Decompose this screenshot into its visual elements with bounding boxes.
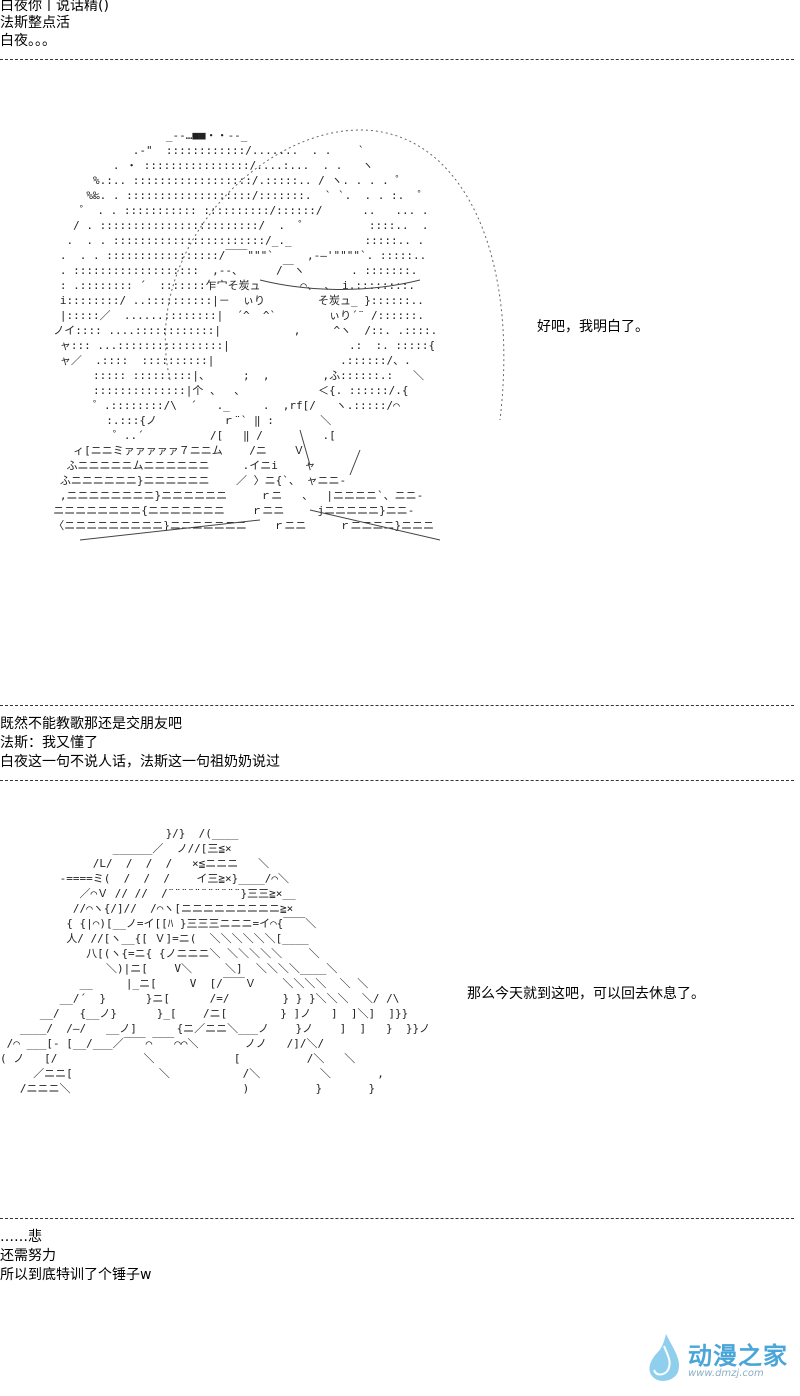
text-line-6: 白夜这一句不说人话，法斯这一句祖奶奶说过 <box>0 754 280 770</box>
dashed-divider <box>0 780 794 781</box>
site-watermark: 动漫之家 www.dmzj.com <box>640 1328 790 1388</box>
text-line-4: 既然不能教歌那还是交朋友吧 <box>0 716 182 732</box>
dashed-divider <box>0 1218 794 1219</box>
ascii-art-panel-portrait: _--…■■・・--_ .‐" ::::::::::::/....... . .… <box>0 120 540 645</box>
text-line-9: 所以到底特训了个锤子w <box>0 1267 152 1283</box>
droplet-logo-icon <box>649 1334 680 1381</box>
ascii-art-panel-figure: }/} /(____ ______／ ノ//[三≦× /L/ / / / ×≦ニ… <box>0 826 460 1176</box>
watermark-url: www.dmzj.com <box>688 1368 764 1379</box>
ascii-art-portrait: _--…■■・・--_ .‐" ::::::::::::/....... . .… <box>53 129 438 532</box>
dialog-bubble-1: 好吧，我明白了。 <box>537 319 649 335</box>
dashed-divider <box>0 705 794 706</box>
dialog-bubble-2: 那么今天就到这吧，可以回去休息了。 <box>467 986 705 1002</box>
text-line-3: 白夜。。。 <box>0 33 56 49</box>
text-line-8: 还需努力 <box>0 1248 56 1264</box>
text-line-5: 法斯：我又懂了 <box>0 735 98 751</box>
dashed-divider <box>0 59 794 60</box>
text-line-1: 白夜你丨说话精() <box>0 0 109 14</box>
text-line-2: 法斯整点活 <box>0 15 70 31</box>
ascii-art-figure: }/} /(____ ______／ ノ//[三≦× /L/ / / / ×≦ニ… <box>0 827 431 1095</box>
portrait-outline-sketch <box>79 129 505 541</box>
text-line-7: ……悲 <box>0 1229 42 1245</box>
watermark-title: 动漫之家 <box>688 1342 788 1370</box>
